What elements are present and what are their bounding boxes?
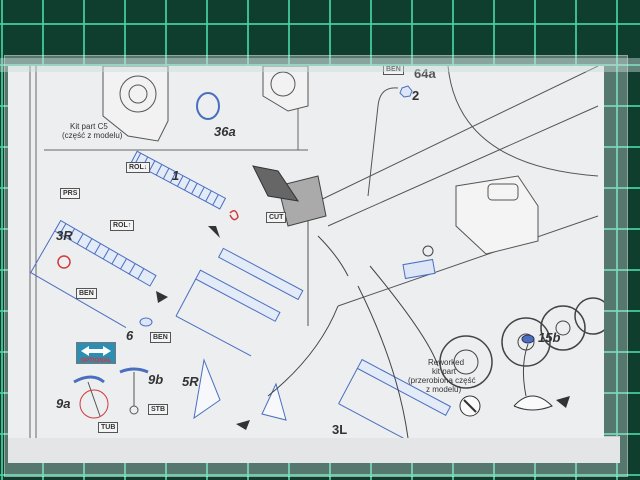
part-number-2: 2 <box>412 88 420 103</box>
reworked-label-1: Reworked <box>428 358 465 367</box>
tub-box: TUB <box>98 422 119 433</box>
part-number-5r: 5R <box>182 374 199 389</box>
prs-box: PRS <box>60 188 81 199</box>
ben-box-1: BEN <box>76 288 97 299</box>
bag-seal-strip <box>0 58 640 72</box>
optional-label: OPTIONAL <box>80 358 112 364</box>
sheet-folded-edge <box>8 436 620 463</box>
part-number-6: 6 <box>126 328 134 343</box>
part-number-64a: 64a <box>414 66 436 81</box>
rol-down-box: ROL↓ <box>126 162 151 173</box>
optional-badge: OPTIONAL <box>76 342 116 364</box>
part-number-36a: 36a <box>214 124 236 139</box>
double-arrow-icon <box>81 346 111 356</box>
part-number-1: 1 <box>172 168 180 183</box>
instruction-sheet: Kit part C5 (część z modelu) 36a 64a 2 B… <box>8 66 604 438</box>
stb-box: STB <box>148 404 168 415</box>
part-number-3r: 3R <box>56 228 73 243</box>
part-number-9a: 9a <box>56 396 71 411</box>
part-number-9b: 9b <box>148 372 164 387</box>
cut-box: CUT <box>266 212 287 223</box>
ben-box-top: BEN <box>383 66 404 75</box>
reworked-label-4: z modelu) <box>426 385 462 394</box>
reworked-label-2: kit part <box>432 367 457 376</box>
instruction-drawing <box>29 66 604 438</box>
reworked-label-3: (przerobiona część <box>408 376 476 385</box>
part-number-15b: 15b <box>538 330 561 345</box>
rol-up-box: ROL↑ <box>110 220 135 231</box>
part-number-3l: 3L <box>332 422 348 437</box>
kit-part-c5-pl-label: (część z modelu) <box>62 131 123 140</box>
kit-part-c5-label: Kit part C5 <box>70 122 108 131</box>
ben-box-2: BEN <box>150 332 171 343</box>
